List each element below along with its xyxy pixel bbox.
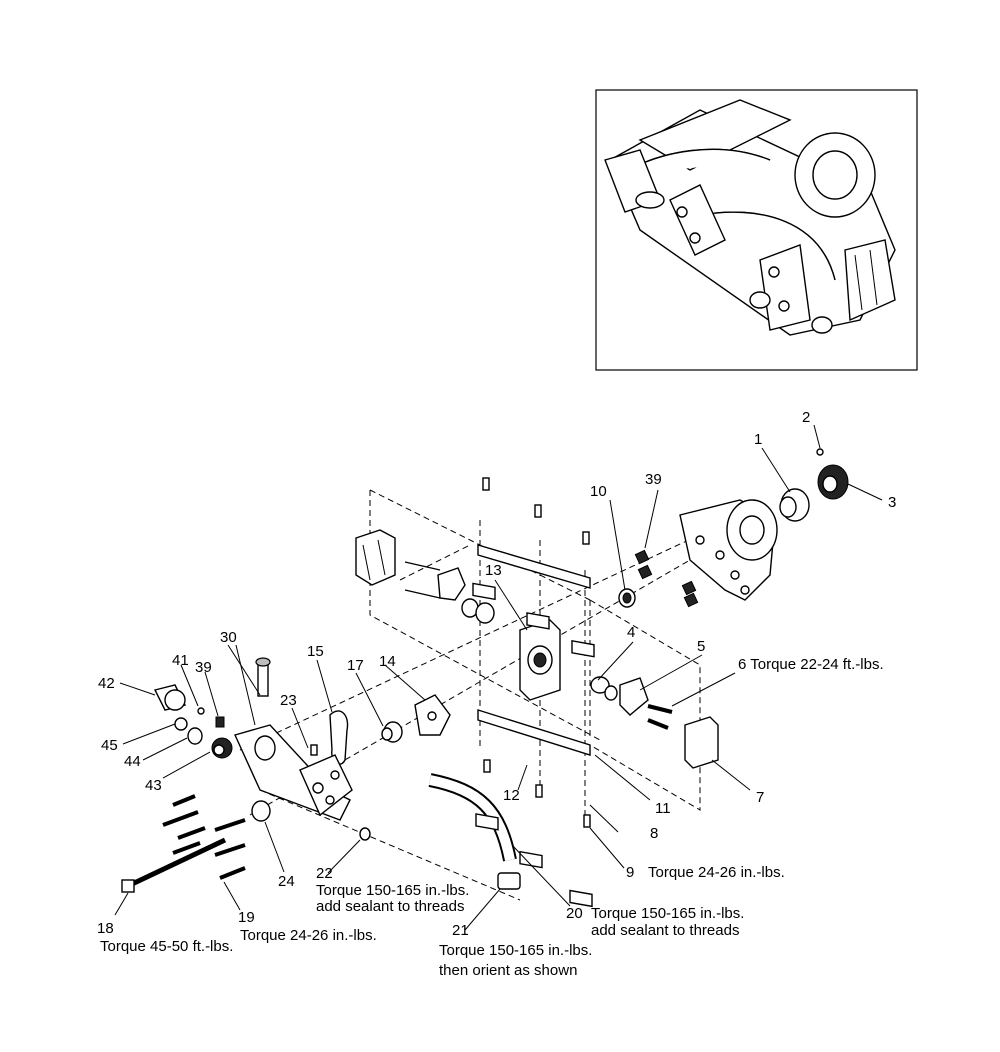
- callout-44: 44: [124, 753, 141, 770]
- part-1-bearing: [779, 488, 810, 522]
- parts: [121, 448, 849, 908]
- callout-20: 20: [566, 905, 583, 922]
- part-39-springs-right: [634, 549, 699, 608]
- note-21-torque: Torque 150-165 in.-lbs.: [439, 942, 592, 959]
- left-upper-block: [355, 529, 396, 586]
- callout-4: 4: [627, 624, 635, 641]
- callout-19: 19: [238, 909, 255, 926]
- callout-8: 8: [650, 825, 658, 842]
- crankcase: [679, 499, 778, 601]
- callout-39-right: 39: [645, 471, 662, 488]
- part-21-elbow: [497, 872, 521, 890]
- part-18-bolt: [121, 837, 227, 893]
- part-22-fitting: [359, 827, 371, 841]
- callout-18: 18: [97, 920, 114, 937]
- callout-5: 5: [697, 638, 705, 655]
- callout-3: 3: [888, 494, 896, 511]
- callout-22: 22: [316, 865, 333, 882]
- callout-13: 13: [485, 562, 502, 579]
- part-23-screw: [310, 744, 318, 756]
- callout-11: 11: [655, 800, 671, 817]
- callout-30: 30: [220, 629, 237, 646]
- upper-straps: [472, 477, 595, 658]
- callout-15: 15: [307, 643, 324, 660]
- callout-21: 21: [452, 922, 469, 939]
- callout-2: 2: [802, 409, 810, 426]
- part-24-plug: [251, 800, 271, 822]
- note-20-torque: Torque 150-165 in.-lbs.: [591, 905, 744, 922]
- note-19-torque: Torque 24-26 in.-lbs.: [240, 927, 377, 944]
- note-9-torque: Torque 24-26 in.-lbs.: [648, 864, 785, 881]
- callout-14: 14: [379, 653, 396, 670]
- part-3-gear: [817, 464, 849, 500]
- callout-24: 24: [278, 873, 295, 890]
- callout-10: 10: [590, 483, 607, 500]
- lower-right-parts: [475, 676, 719, 908]
- callout-43: 43: [145, 777, 162, 794]
- callout-9: 9: [626, 864, 634, 881]
- leader-lines: [114, 424, 883, 931]
- note-21-orient: then orient as shown: [439, 962, 577, 979]
- note-22-sealant: add sealant to threads: [316, 898, 464, 915]
- callout-39-left: 39: [195, 659, 212, 676]
- assembled-pump-drawing: [604, 99, 896, 336]
- callout-7: 7: [756, 789, 764, 806]
- part-30-unloader: [255, 657, 271, 697]
- callout-42: 42: [98, 675, 115, 692]
- part-10-seal: [618, 588, 636, 608]
- part-19-bolts: [162, 794, 246, 880]
- assembled-pump-inset: [595, 89, 918, 371]
- callout-labels: 1 2 3 4 5 6 Torque 22-24 ft.-lbs. 7 8 9 …: [97, 409, 896, 979]
- callout-1: 1: [754, 431, 762, 448]
- callout-45: 45: [101, 737, 118, 754]
- part-13-guide-block: [519, 619, 561, 701]
- callout-41: 41: [172, 652, 189, 669]
- manifold-head: [234, 724, 353, 821]
- callout-17: 17: [347, 657, 364, 674]
- callout-23: 23: [280, 692, 297, 709]
- note-22-torque: Torque 150-165 in.-lbs.: [316, 882, 469, 899]
- note-18-torque: Torque 45-50 ft.-lbs.: [100, 938, 233, 955]
- note-6-torque: 6 Torque 22-24 ft.-lbs.: [738, 656, 884, 673]
- note-20-sealant: add sealant to threads: [591, 922, 739, 939]
- part-17-pin: [381, 721, 403, 743]
- part-14-cam: [414, 694, 451, 736]
- upper-screws: [404, 561, 495, 624]
- callout-12: 12: [503, 787, 520, 804]
- part-2-screw: [816, 448, 824, 456]
